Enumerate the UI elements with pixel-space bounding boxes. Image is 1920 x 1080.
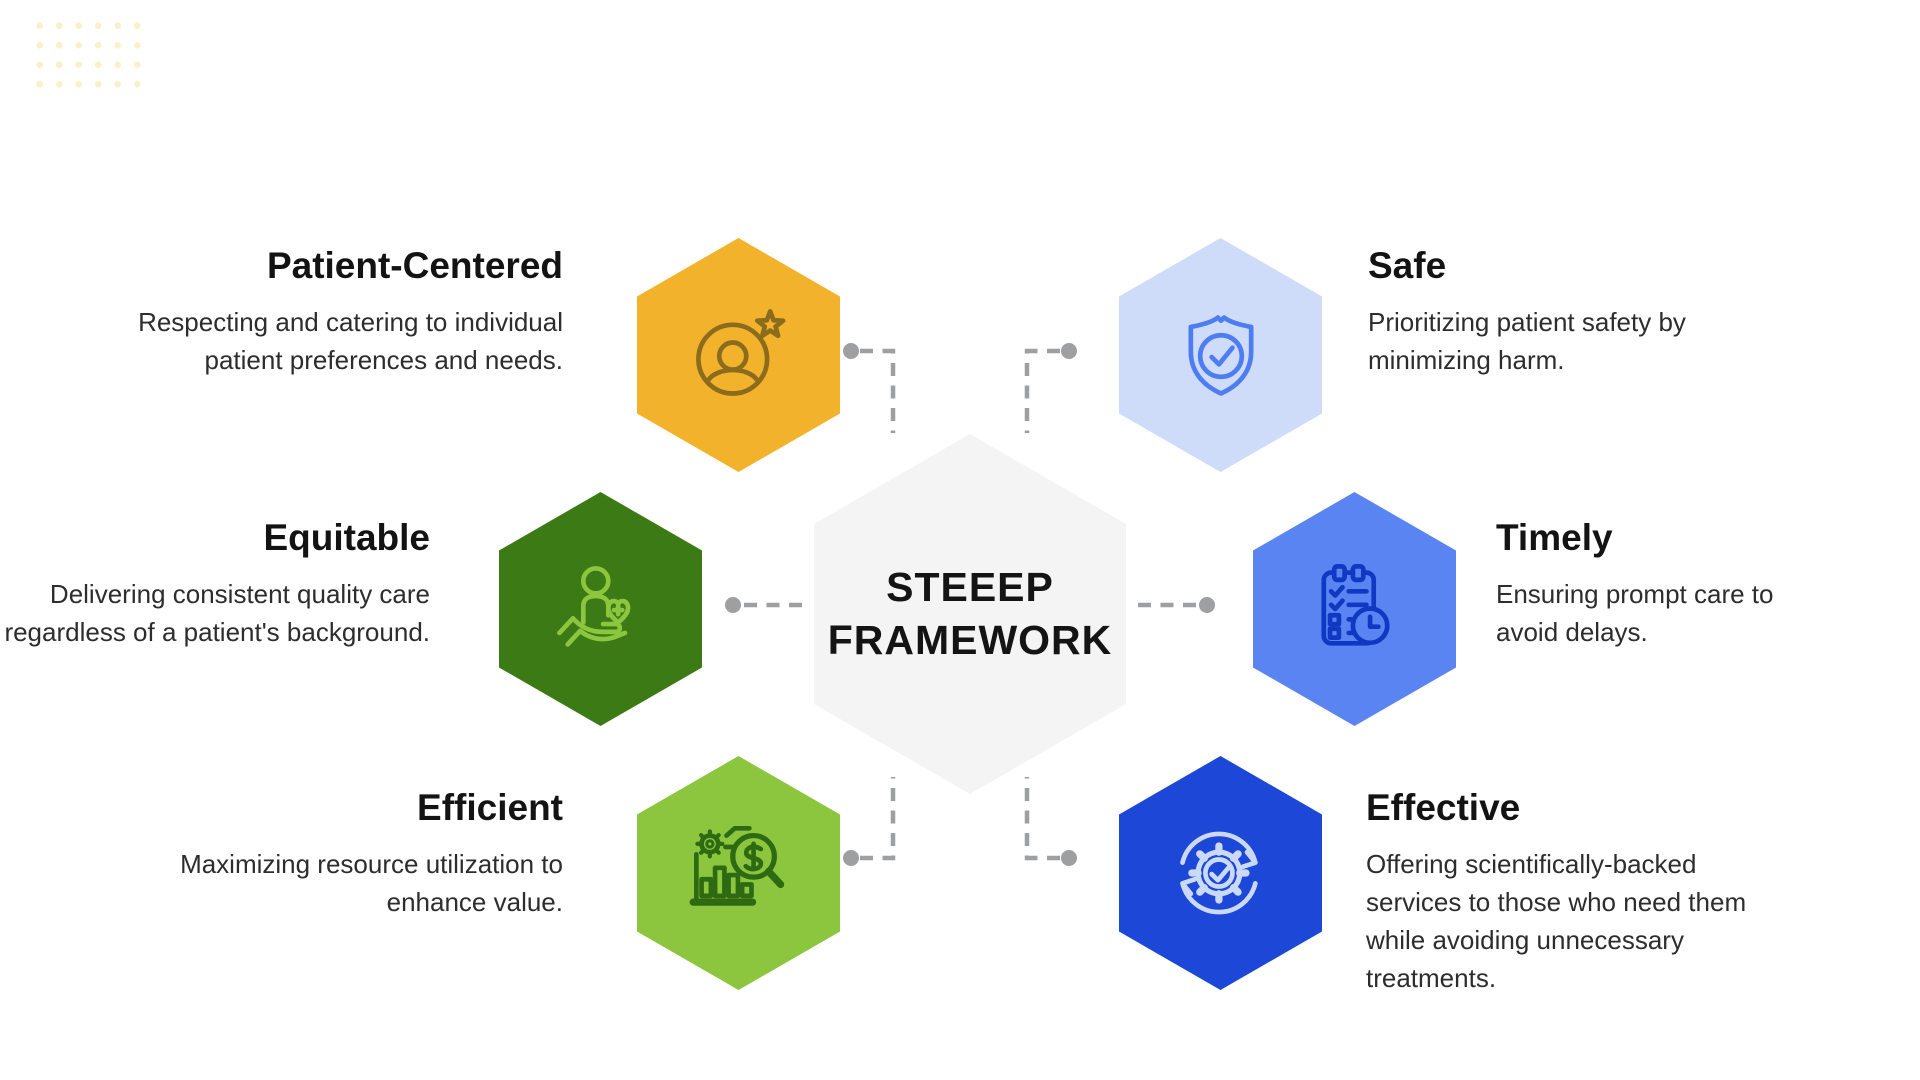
section-efficient: Efficient Maximizing resource utilizatio… [103, 785, 563, 921]
chart-magnifier-icon [689, 825, 784, 906]
clipboard-clock-icon [1320, 564, 1390, 646]
hexagon-safe [1119, 238, 1322, 472]
section-patient-centered: Patient-Centered Respecting and catering… [63, 243, 563, 379]
connector-middle-right [1133, 597, 1215, 613]
section-description-timely: Ensuring prompt care to avoid delays. [1496, 579, 1774, 647]
section-timely: Timely Ensuring prompt care to avoid del… [1496, 515, 1806, 651]
center-title-line1: STEEEP [886, 564, 1054, 610]
hexagon-effective [1119, 756, 1322, 990]
center-title-line2: FRAMEWORK [827, 617, 1113, 663]
decorative-dot-grid [30, 16, 152, 98]
section-title-timely: Timely [1496, 517, 1613, 558]
section-description-effective: Offering scientifically-backed services … [1366, 849, 1747, 993]
section-title-equitable: Equitable [263, 517, 430, 558]
section-description-patient-centered: Respecting and catering to individual pa… [138, 307, 563, 375]
center-title: STEEEP FRAMEWORK [828, 561, 1113, 667]
section-safe: Safe Prioritizing patient safety by mini… [1368, 243, 1788, 379]
section-equitable: Equitable Delivering consistent quality … [0, 515, 430, 651]
section-title-safe: Safe [1368, 245, 1447, 286]
connector-bottom-right [1024, 777, 1077, 866]
hexagon-timely [1253, 492, 1456, 726]
section-title-efficient: Efficient [417, 787, 563, 828]
shield-check-icon [1188, 315, 1253, 396]
center-hexagon: STEEEP FRAMEWORK [814, 434, 1126, 794]
section-title-patient-centered: Patient-Centered [266, 245, 563, 286]
connector-middle-left [725, 597, 807, 613]
connector-bottom-left [843, 777, 896, 866]
connector-top-right [1024, 343, 1077, 433]
section-title-effective: Effective [1366, 787, 1521, 828]
person-star-icon [695, 308, 785, 396]
gear-check-arrows-icon [1179, 831, 1258, 915]
section-description-efficient: Maximizing resource utilization to enhan… [180, 849, 563, 917]
hand-care-icon [556, 566, 630, 647]
connector-top-left [843, 343, 896, 433]
section-description-equitable: Delivering consistent quality care regar… [4, 579, 430, 647]
section-description-safe: Prioritizing patient safety by minimizin… [1368, 307, 1686, 375]
section-effective: Effective Offering scientifically-backed… [1366, 785, 1766, 997]
